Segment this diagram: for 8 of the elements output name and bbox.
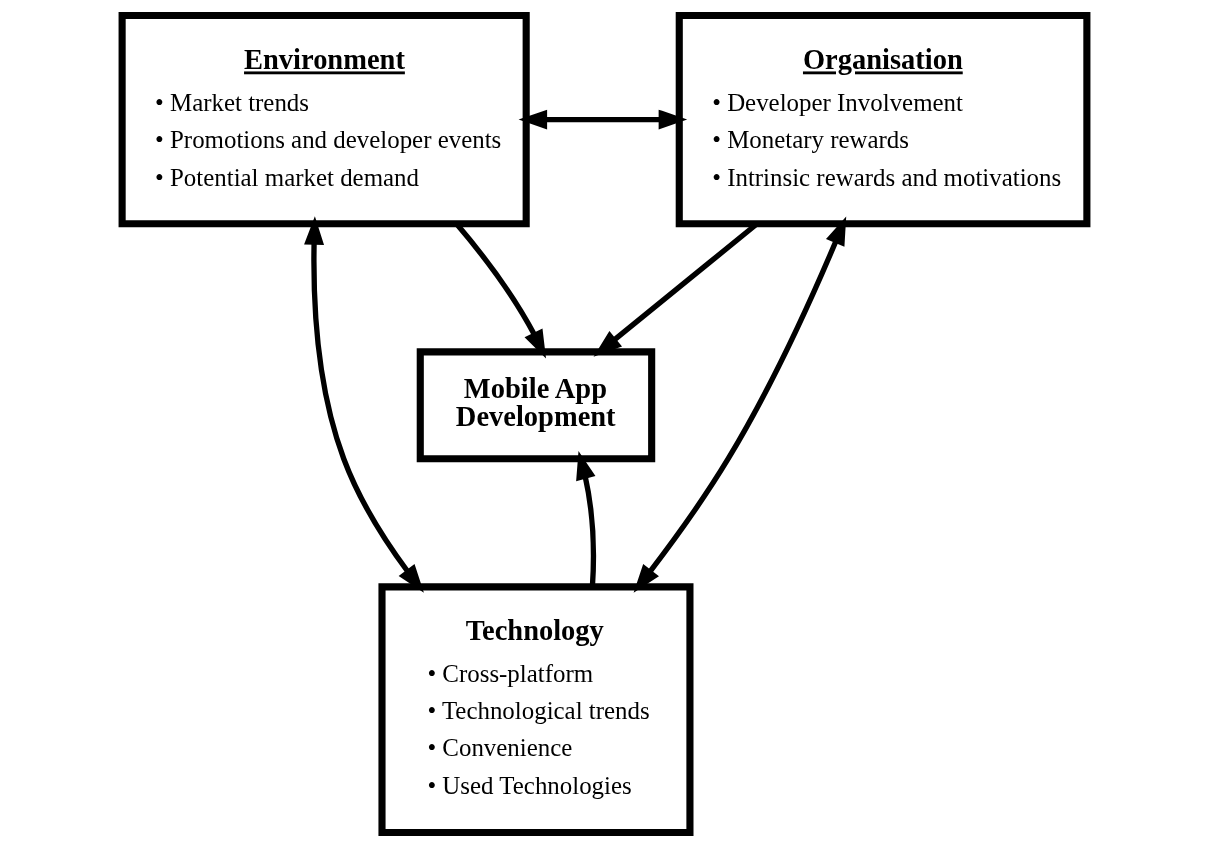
arrow xyxy=(633,216,847,593)
node-box: Technology • Cross-platform • Technological trends • Convenience • Used Technologies xyxy=(378,583,694,837)
arrow xyxy=(304,216,424,593)
node-box: Organisation • Developer Involvement • Monetary rewards • Intrinsic rewards and motivations xyxy=(675,11,1091,228)
arrow xyxy=(518,109,688,130)
node-box: Mobile App Development xyxy=(416,348,656,463)
node-box: Environment • Market trends • Promotions and developer events • Potential market demand xyxy=(118,11,530,228)
arrow xyxy=(576,451,597,587)
